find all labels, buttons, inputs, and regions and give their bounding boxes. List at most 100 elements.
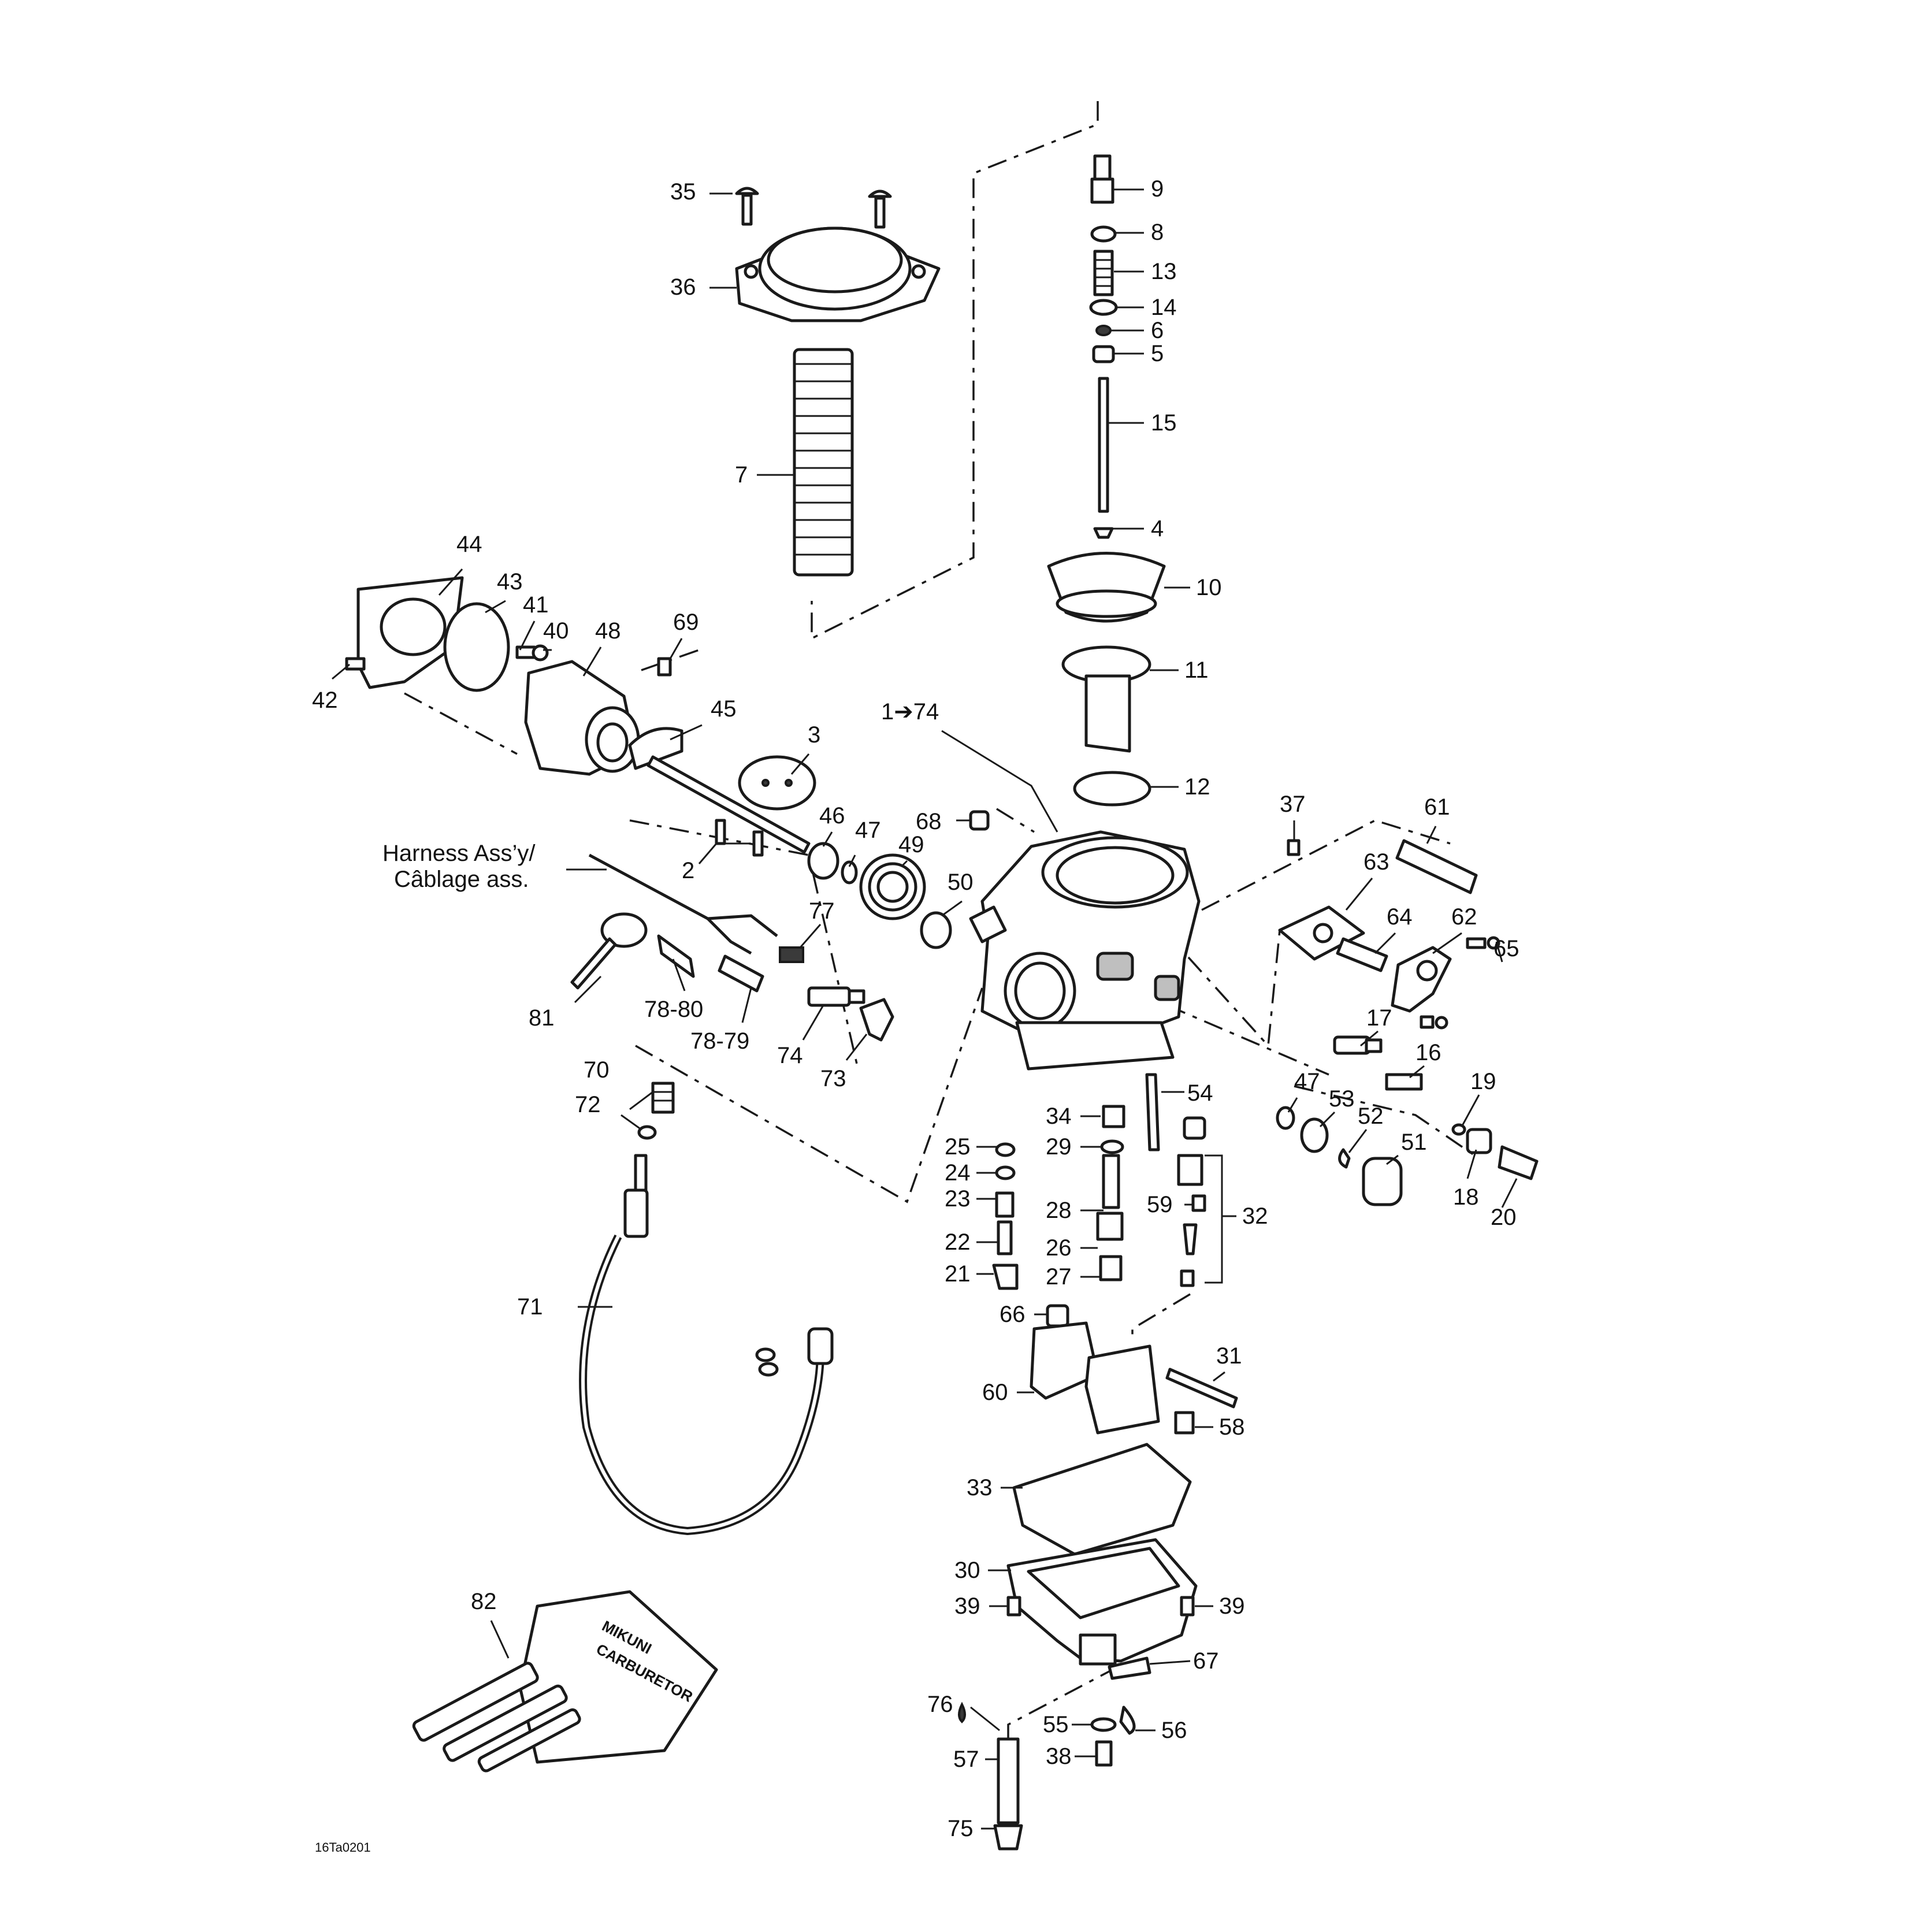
callout: 12	[1184, 774, 1210, 800]
callout: 55	[1043, 1712, 1069, 1737]
disc-3	[738, 755, 816, 811]
screw-35	[735, 187, 892, 229]
callout: 24	[945, 1160, 971, 1186]
callout: 23	[945, 1186, 971, 1212]
float-bowl-30	[1006, 1538, 1198, 1666]
nut-18	[1466, 1128, 1492, 1154]
callout: 41	[523, 592, 549, 618]
callout: 50	[948, 870, 974, 895]
callout: 72	[575, 1092, 601, 1117]
pin-31	[1165, 1368, 1238, 1409]
callout: 11	[1184, 657, 1209, 683]
drain-screw-75	[993, 1824, 1023, 1851]
harness-label-fr: Câblage ass.	[394, 867, 529, 892]
callout: 63	[1363, 849, 1389, 875]
carburetor-body	[969, 830, 1201, 1071]
callout: 28	[1046, 1198, 1072, 1223]
callout: 62	[1451, 904, 1477, 930]
spring-7	[793, 348, 854, 577]
callout: 27	[1046, 1264, 1072, 1290]
callout: 13	[1151, 259, 1177, 284]
callout: 29	[1046, 1134, 1072, 1160]
callout: 45	[711, 696, 737, 722]
callout: 16	[1415, 1040, 1441, 1065]
spring-16	[1385, 1073, 1423, 1091]
screw-69	[657, 657, 672, 677]
callout: 60	[982, 1380, 1008, 1405]
throttle-shaft-45	[628, 727, 811, 854]
callout: 42	[312, 688, 338, 713]
callout: 74	[777, 1043, 803, 1068]
callout: 78-79	[690, 1028, 749, 1054]
callout: 64	[1387, 904, 1413, 930]
callout: 4	[1151, 516, 1164, 541]
callout: 49	[898, 832, 924, 857]
o-ring-50	[920, 911, 952, 949]
callout: 21	[945, 1261, 971, 1287]
screws-65	[1420, 936, 1500, 1030]
top-cover-36	[735, 226, 941, 322]
callout: 2	[682, 858, 694, 883]
callout: 56	[1161, 1718, 1187, 1743]
callout: 61	[1424, 794, 1450, 820]
sensor-74	[807, 986, 865, 1007]
callout: 78-80	[644, 997, 703, 1022]
callout: 82	[471, 1589, 497, 1614]
cable-71	[579, 1154, 834, 1535]
callout: 70	[584, 1057, 610, 1083]
screw-58	[1174, 1411, 1195, 1435]
leader-lines	[332, 188, 1518, 1830]
callout: 26	[1046, 1235, 1072, 1261]
o-ring-12	[1073, 771, 1151, 807]
callout: 57	[953, 1747, 979, 1772]
callout: 43	[497, 569, 523, 595]
callout: 46	[819, 803, 845, 828]
reference-code: 16Ta0201	[315, 1840, 371, 1855]
parts: MIKUNI CARBURETOR	[345, 154, 1539, 1851]
harness-label-en: Harness Ass’y/	[382, 841, 536, 866]
bushing-46	[807, 842, 839, 880]
callout: 30	[954, 1558, 980, 1583]
callout: 67	[1193, 1648, 1219, 1674]
float-valve-32	[1177, 1116, 1206, 1287]
tool-kit-82: MIKUNI CARBURETOR	[412, 1590, 718, 1773]
enrichener-17	[1333, 1035, 1383, 1055]
callout: 40	[543, 618, 569, 644]
callout: 17	[1366, 1005, 1392, 1031]
callout: 33	[967, 1475, 993, 1500]
callout: 47	[855, 818, 881, 843]
screw-39-right	[1180, 1596, 1195, 1617]
connector-77	[779, 946, 804, 963]
spring-49	[859, 853, 926, 920]
callout-labels: 35 36 7 9 8 13 14 6 5 15 4 10 11 12 44 4…	[312, 176, 1519, 1841]
cap-68	[969, 810, 990, 831]
callout: 3	[808, 722, 820, 748]
cable-tie-81	[570, 912, 648, 990]
spring-70	[651, 1082, 675, 1114]
assembly-range-label: 1➔74	[881, 699, 939, 724]
callout: 6	[1151, 318, 1164, 343]
text-labels: Harness Ass’y/ Câblage ass. 1➔74 16Ta020…	[315, 699, 939, 1855]
callout: 36	[670, 274, 696, 300]
plate-63	[1278, 905, 1365, 961]
diaphragm-10	[1047, 552, 1166, 623]
callout: 48	[595, 618, 621, 644]
callout: 44	[456, 532, 482, 557]
callout: 71	[517, 1294, 543, 1320]
cover-62	[1391, 946, 1452, 1013]
needle-stack	[1089, 154, 1118, 539]
clip-56	[1119, 1706, 1136, 1735]
screw-37	[1287, 839, 1301, 856]
clip-52	[1338, 1148, 1351, 1169]
screw-38	[1095, 1740, 1113, 1767]
callout: 35	[670, 179, 696, 205]
callout: 31	[1216, 1343, 1242, 1369]
callout: 5	[1151, 341, 1164, 366]
callout: 18	[1453, 1184, 1479, 1210]
tube-57	[997, 1737, 1020, 1825]
callout: 39	[1219, 1593, 1245, 1619]
cap-51	[1362, 1157, 1403, 1206]
callout: 69	[673, 610, 699, 635]
callout: 76	[927, 1692, 953, 1717]
